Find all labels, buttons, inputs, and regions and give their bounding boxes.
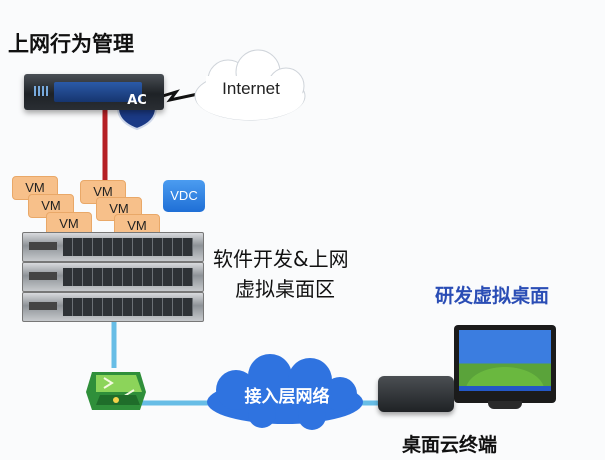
- software-dev-desktop-zone-label: 软件开发&上网 虚拟桌面区: [213, 244, 403, 304]
- network-switch: [90, 365, 146, 409]
- ac-device-front-panel: [54, 82, 142, 102]
- server-brand-plate: [29, 302, 57, 310]
- ac-device-lights: [34, 86, 48, 96]
- server-drive-bays: [63, 268, 193, 286]
- server-unit: [22, 232, 204, 262]
- access-network-label: 接入层网络: [244, 387, 330, 407]
- server-unit: [22, 262, 204, 292]
- zone-label-line1: 软件开发&上网: [213, 247, 349, 271]
- server-drive-bays: [63, 238, 193, 256]
- screen-taskbar: [459, 386, 551, 391]
- network-switch-icon: [86, 372, 146, 410]
- server-brand-plate: [29, 242, 57, 250]
- internet-link: [155, 89, 199, 103]
- rd-virtual-desktop-label: 研发虚拟桌面: [435, 285, 550, 307]
- monitor-stand: [488, 401, 522, 409]
- ac-title: 上网行为管理: [8, 32, 134, 56]
- server-unit: [22, 292, 204, 322]
- vm-tile: VM: [114, 214, 160, 238]
- cloud-terminal-label: 桌面云终端: [402, 434, 498, 456]
- zone-label-line2: 虚拟桌面区: [235, 277, 335, 301]
- monitor-screen: [459, 330, 551, 391]
- desktop-monitor-icon: [454, 325, 556, 403]
- ac-device: [24, 74, 164, 110]
- access-network-cloud: [207, 354, 363, 430]
- vdc-badge: VDC: [163, 180, 205, 212]
- server-drive-bays: [63, 298, 193, 316]
- server-brand-plate: [29, 272, 57, 280]
- ac-badge-label: AC: [127, 93, 147, 108]
- cloud-terminal-device: [378, 376, 454, 412]
- internet-cloud: [194, 49, 306, 121]
- internet-label: Internet: [222, 79, 280, 98]
